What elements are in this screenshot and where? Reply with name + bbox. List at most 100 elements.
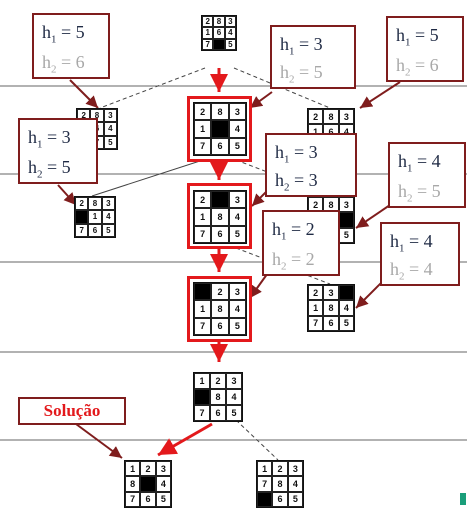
path-highlight: [187, 183, 252, 249]
callout-arrow: [359, 81, 401, 109]
puzzle-tile: 8: [272, 476, 288, 492]
puzzle-tile: 3: [323, 285, 339, 301]
path-highlight: [187, 276, 252, 342]
puzzle-tile: 2: [272, 461, 288, 477]
puzzle-tile: 7: [308, 315, 324, 331]
blank-tile: [194, 283, 212, 301]
puzzle-tile: 4: [338, 300, 354, 316]
h2-value: h2 = 2: [272, 249, 315, 273]
puzzle-tile: 6: [88, 223, 102, 237]
blank-tile: [211, 120, 229, 138]
h1-value: h1 = 2: [272, 219, 315, 243]
puzzle-tile: 8: [88, 197, 102, 211]
puzzle-tile: 3: [338, 109, 354, 125]
puzzle-tile: 8: [211, 208, 229, 226]
puzzle-tile: 2: [194, 191, 212, 209]
corner-marker: [460, 493, 466, 505]
puzzle-tile: 6: [211, 317, 229, 335]
tree-edge: [91, 159, 204, 197]
puzzle-tile: 6: [323, 315, 339, 331]
tree-edge: [235, 419, 279, 461]
puzzle-tile: 3: [287, 461, 303, 477]
puzzle-tile: 5: [228, 225, 246, 243]
puzzle-tile: 7: [194, 317, 212, 335]
puzzle-tile: 8: [211, 103, 229, 121]
puzzle-tile: 6: [213, 27, 225, 39]
puzzle-tile: 8: [323, 109, 339, 125]
puzzle-tile: 8: [213, 16, 225, 28]
puzzle-tile: 5: [155, 491, 171, 507]
h2-value: h2 = 5: [280, 62, 323, 86]
blank-tile: [213, 38, 225, 50]
tree-edge: [99, 67, 206, 109]
puzzle-tile: 3: [103, 109, 117, 123]
puzzle-tile: 3: [228, 191, 246, 209]
heuristic-box: h1 = 2 h2 = 2: [262, 210, 340, 276]
h2-value: h2 = 5: [398, 181, 441, 205]
puzzle-tile: 3: [226, 373, 242, 389]
callout-arrow: [57, 184, 77, 206]
h1-value: h1 = 3: [275, 142, 318, 166]
puzzle-tile: 1: [194, 120, 212, 138]
puzzle-tile: 3: [228, 103, 246, 121]
blank-tile: [75, 210, 89, 224]
puzzle-tile: 3: [155, 461, 171, 477]
blank-tile: [338, 285, 354, 301]
puzzle-tile: 4: [226, 389, 242, 405]
puzzle-tile: 2: [210, 373, 226, 389]
puzzle-tile: 5: [338, 315, 354, 331]
puzzle-tile: 3: [101, 197, 115, 211]
puzzle-tile: 4: [224, 27, 236, 39]
puzzle-tile: 8: [211, 300, 229, 318]
puzzle-tile: 7: [194, 137, 212, 155]
h2-value: h2 = 6: [42, 52, 85, 76]
puzzle-tile: 2: [194, 103, 212, 121]
puzzle-tile: 4: [228, 208, 246, 226]
puzzle-tile: 5: [228, 317, 246, 335]
puzzle-tile: 2: [202, 16, 214, 28]
puzzle-tile: 2: [75, 197, 89, 211]
heuristic-box: h1 = 4 h2 = 5: [388, 142, 466, 208]
puzzle-tile: 4: [228, 300, 246, 318]
puzzle-tile: 2: [308, 109, 324, 125]
puzzle-tile: 4: [228, 120, 246, 138]
puzzle-tile: 4: [287, 476, 303, 492]
h1-value: h1 = 4: [390, 231, 433, 255]
puzzle-tile: 7: [257, 476, 273, 492]
heuristic-box: h1 = 4 h2 = 4: [380, 222, 460, 286]
h1-value: h1 = 4: [398, 151, 441, 175]
puzzle-tile: 4: [103, 122, 117, 136]
h1-value: h1 = 3: [28, 127, 71, 151]
callout-arrow: [75, 423, 123, 459]
callout-arrow: [69, 79, 99, 109]
puzzle-tile: 1: [194, 208, 212, 226]
path-highlight: [187, 96, 252, 162]
puzzle-tile: 3: [224, 16, 236, 28]
puzzle-tile: 7: [194, 405, 210, 421]
puzzle-tile: 5: [224, 38, 236, 50]
puzzle-tile: 7: [75, 223, 89, 237]
puzzle-tile: 3: [338, 197, 354, 213]
callout-arrow: [355, 279, 385, 309]
h2-value: h2 = 4: [390, 259, 433, 283]
puzzle-tile: 8: [323, 300, 339, 316]
h2-value: h2 = 3: [275, 170, 318, 194]
puzzle-tile: 4: [155, 476, 171, 492]
puzzle-tile: 8: [125, 476, 141, 492]
puzzle-tile: 2: [211, 283, 229, 301]
puzzle-tile: 4: [101, 210, 115, 224]
puzzle-tile: 7: [202, 38, 214, 50]
h1-value: h1 = 3: [280, 34, 323, 58]
blank-tile: [211, 191, 229, 209]
callout-arrow: [355, 204, 391, 229]
